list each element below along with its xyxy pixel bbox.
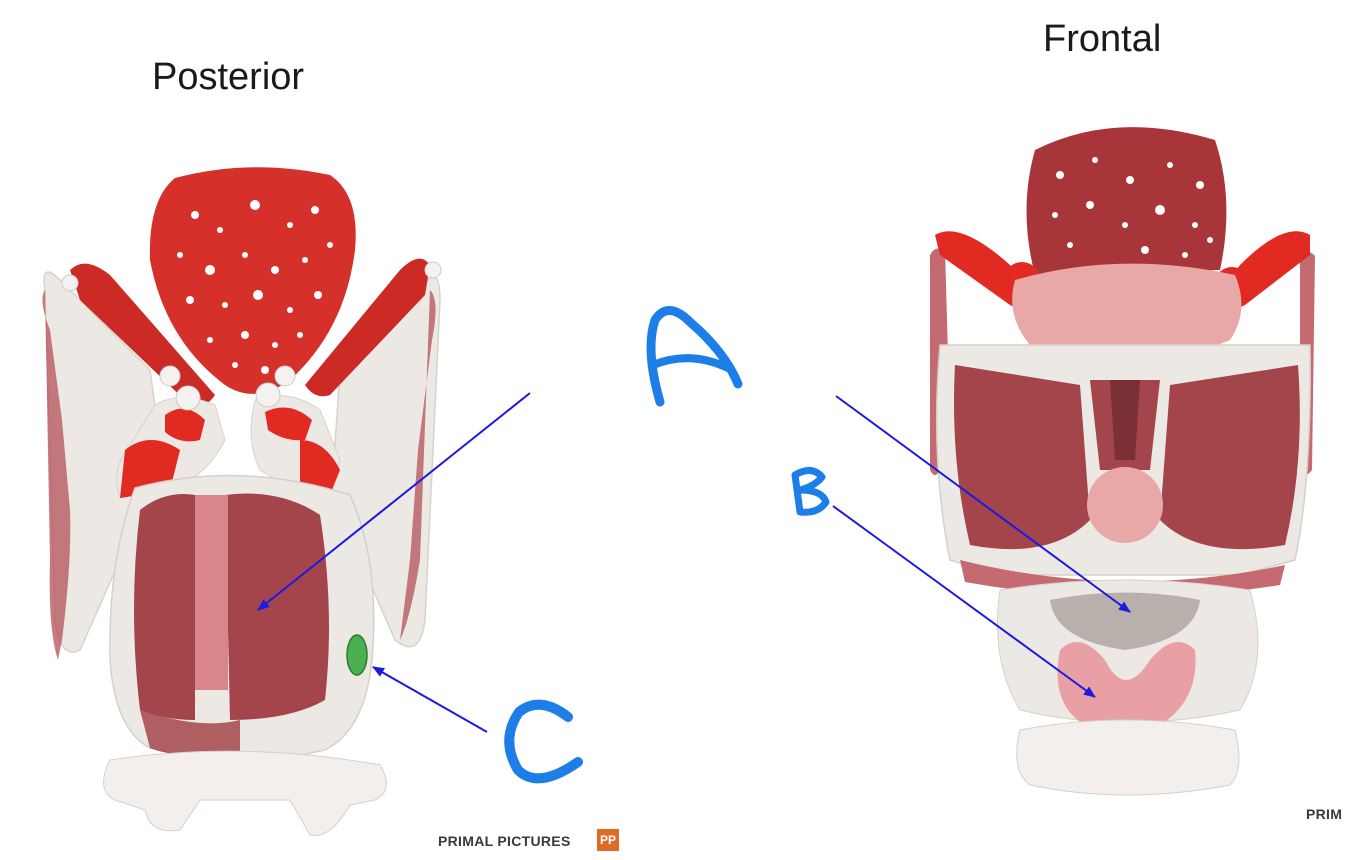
label-b-text: B [795,470,830,515]
annotation-arrows [257,392,1131,733]
arrow-a-frontal [835,395,1131,613]
green-highlight-marker [346,634,368,676]
frontal-epiglottis-perforations [1052,157,1213,258]
primal-pictures-watermark-left: PRIMAL PICTURES [438,833,571,849]
arrow-b [832,505,1096,698]
handwritten-a-stroke [646,306,743,407]
handwritten-letters [504,306,830,784]
epiglottis-perforations [177,200,333,374]
arrow-c [372,666,488,733]
frontal-title: Frontal [1043,18,1162,60]
posterior-title: Posterior [152,56,305,98]
primal-pictures-watermark-right: PRIM [1306,806,1343,822]
posterior-larynx-model [42,167,442,837]
label-c-text: C [505,700,580,785]
arrow-a-posterior [257,392,531,611]
handwritten-c-stroke [504,699,583,784]
primal-pictures-logo-icon: PP [597,829,619,851]
frontal-larynx-model [930,127,1315,796]
label-a-text: A [0,0,1,1]
handwritten-b-stroke [791,467,830,516]
